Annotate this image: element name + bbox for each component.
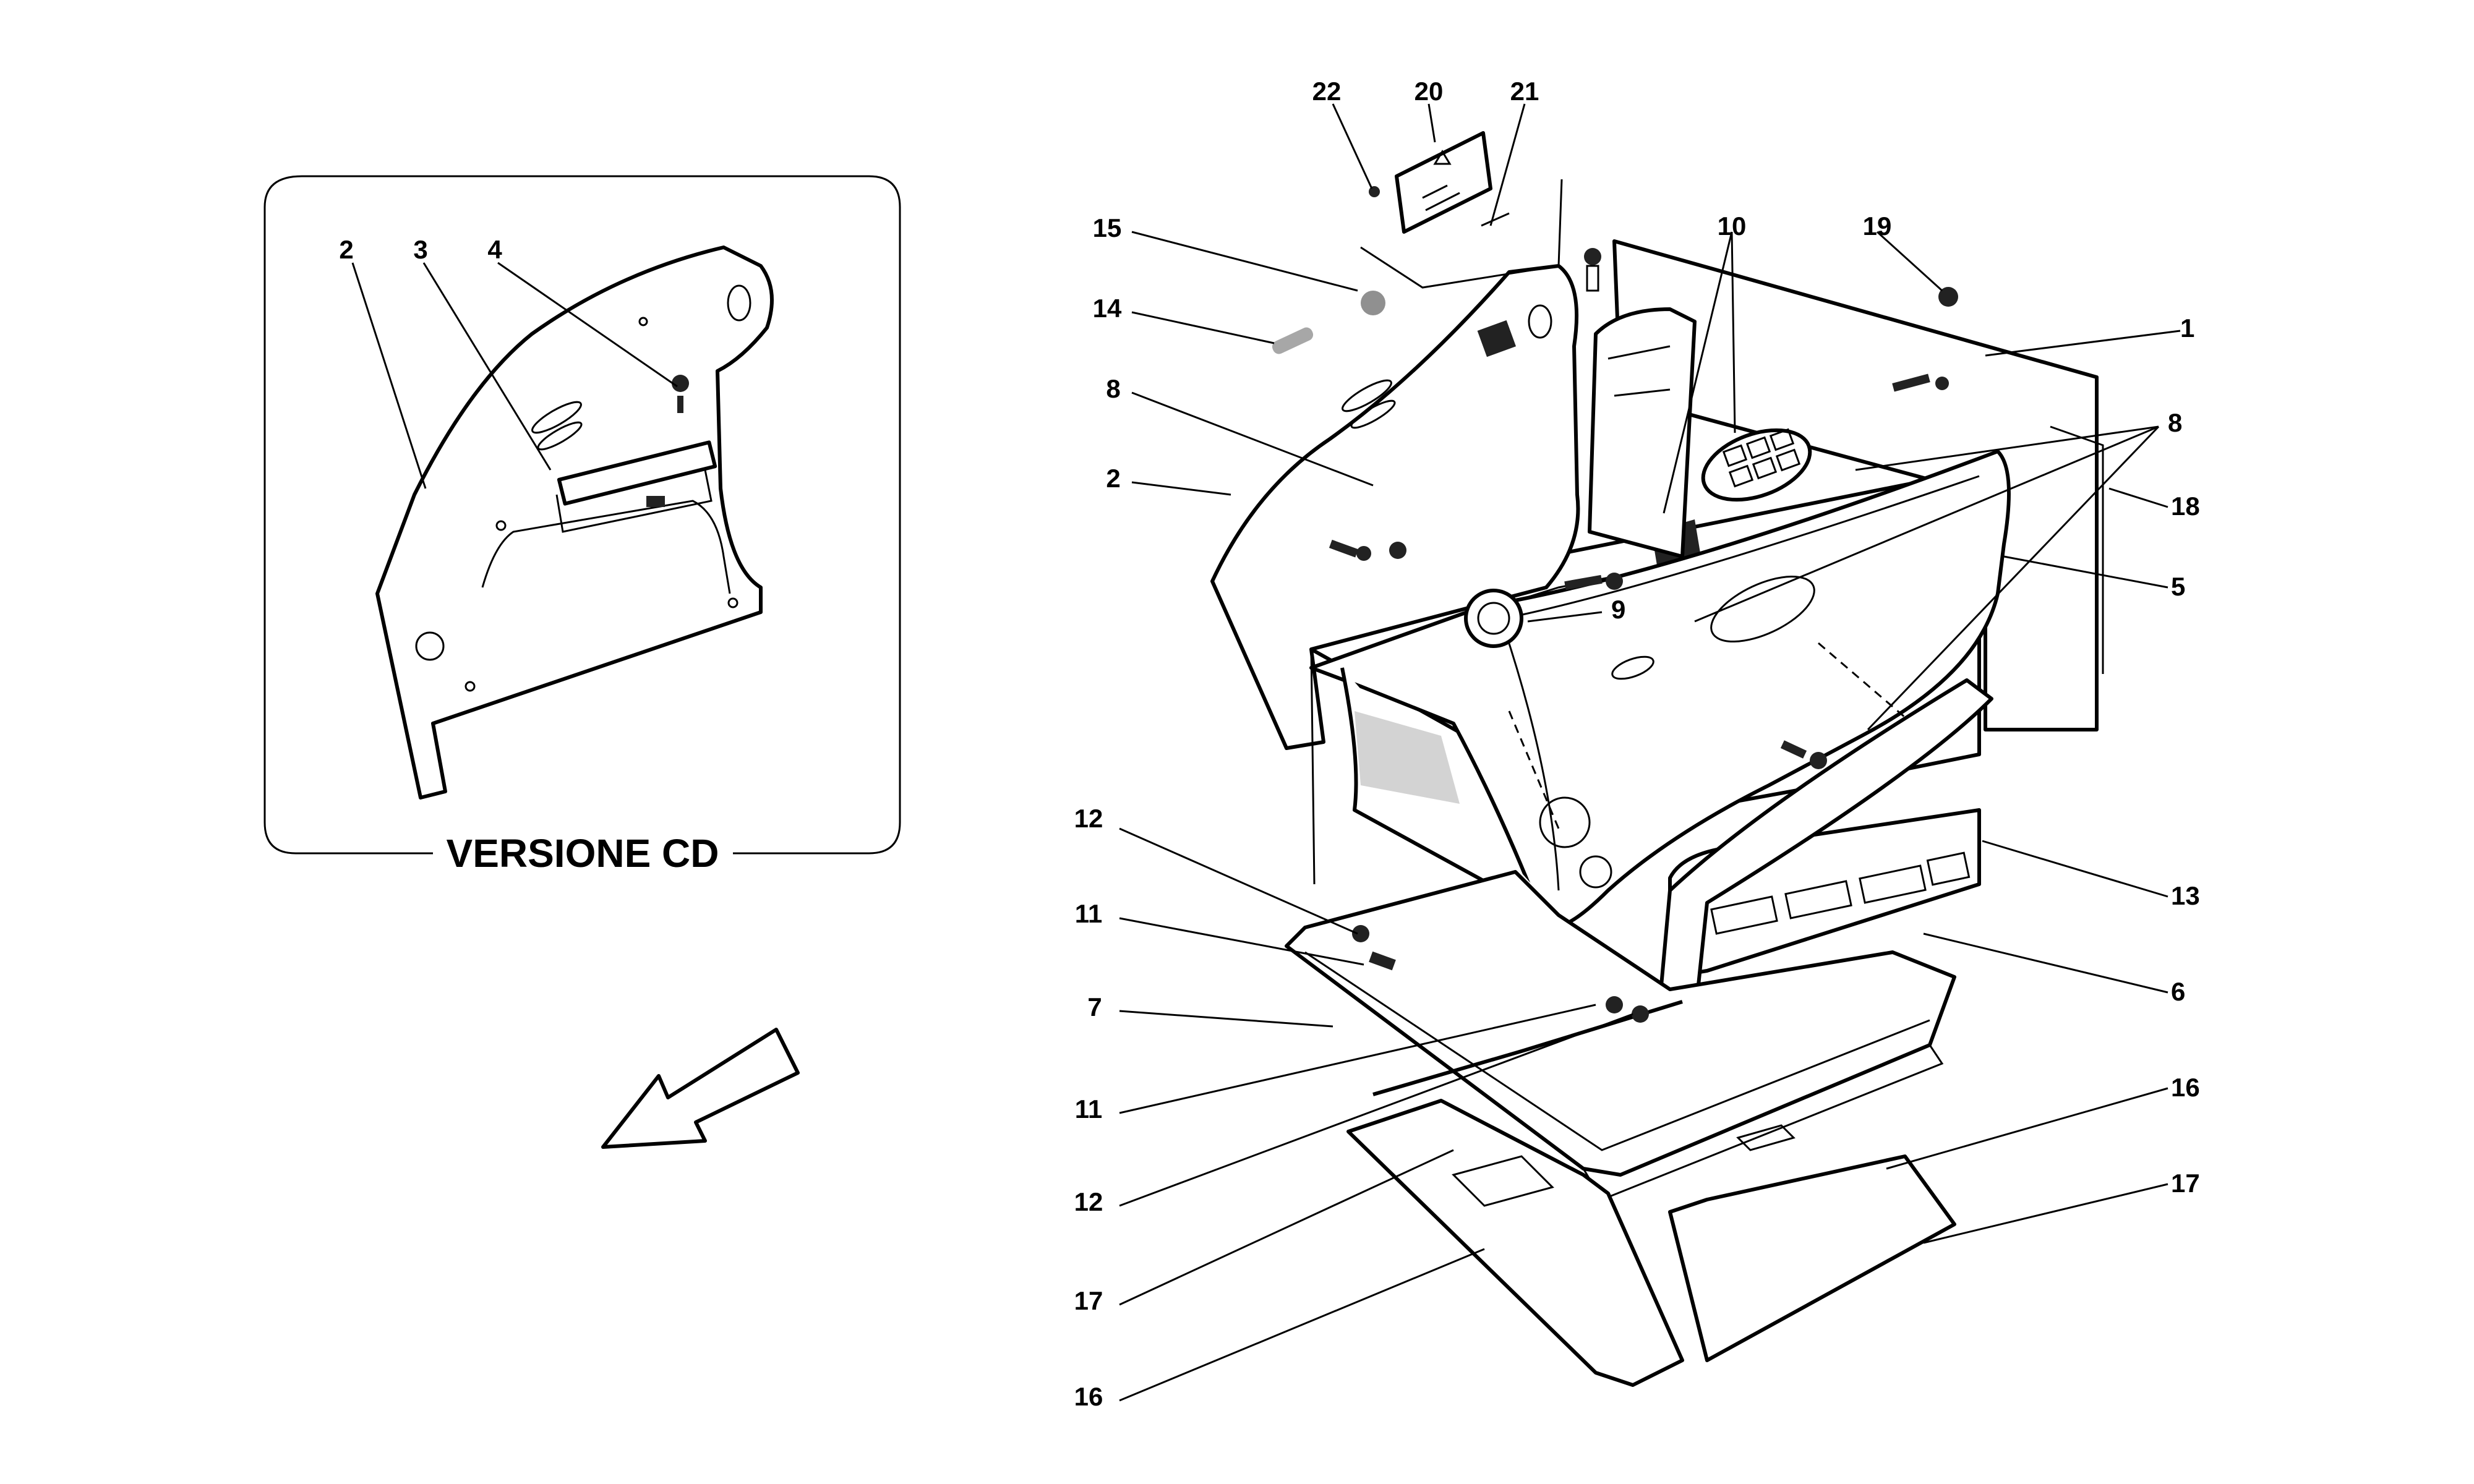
callout-8-right: 8	[2168, 408, 2182, 437]
callout-20: 20	[1415, 77, 1444, 106]
callout-5: 5	[2171, 572, 2185, 601]
inset-panel: VERSIONE CD 2 3 4	[263, 175, 901, 876]
callout-6: 6	[2171, 977, 2185, 1006]
callout-10: 10	[1718, 211, 1747, 241]
inset-title: VERSIONE CD	[447, 831, 719, 876]
callout-16-right: 16	[2171, 1073, 2200, 1102]
warning-label-plate	[1395, 131, 1492, 234]
callout-11-upper: 11	[1075, 899, 1102, 928]
floor-mat	[1346, 1099, 1684, 1387]
floor-tray	[1285, 870, 1956, 1177]
callout-17-lower: 17	[1074, 1286, 1103, 1315]
inset-callout-2: 2	[339, 235, 353, 264]
callout-2: 2	[1106, 464, 1120, 493]
inset-trim-panel	[375, 245, 774, 800]
callout-8-upper: 8	[1106, 374, 1120, 403]
callout-13: 13	[2171, 881, 2200, 910]
callout-17-right: 17	[2171, 1169, 2200, 1198]
callout-21: 21	[1510, 77, 1539, 106]
left-trim-panel	[1210, 264, 1580, 750]
callout-19: 19	[1863, 211, 1892, 241]
callout-12-upper: 12	[1074, 804, 1103, 833]
callout-9: 9	[1611, 595, 1625, 624]
callout-18: 18	[2171, 492, 2200, 521]
inset-callout-4: 4	[487, 235, 502, 264]
callout-11-lower: 11	[1075, 1094, 1102, 1124]
grommet	[1464, 589, 1523, 648]
callout-labels: 22 20 21 15 14 8 2 10 19 1 8 18 5 9 13 6…	[1074, 77, 2200, 1411]
callout-7: 7	[1087, 992, 1102, 1021]
direction-arrow-icon	[601, 1028, 800, 1149]
callout-1: 1	[2180, 313, 2194, 343]
callout-12-lower: 12	[1074, 1187, 1103, 1216]
callout-22: 22	[1312, 77, 1342, 106]
leader-lines	[1119, 103, 2181, 1402]
callout-16-lower: 16	[1074, 1382, 1103, 1411]
callout-14: 14	[1093, 294, 1122, 323]
fasteners	[1272, 248, 1958, 1023]
callout-15: 15	[1093, 213, 1122, 242]
inset-callout-3: 3	[413, 235, 427, 264]
main-assembly	[1210, 131, 2104, 1387]
